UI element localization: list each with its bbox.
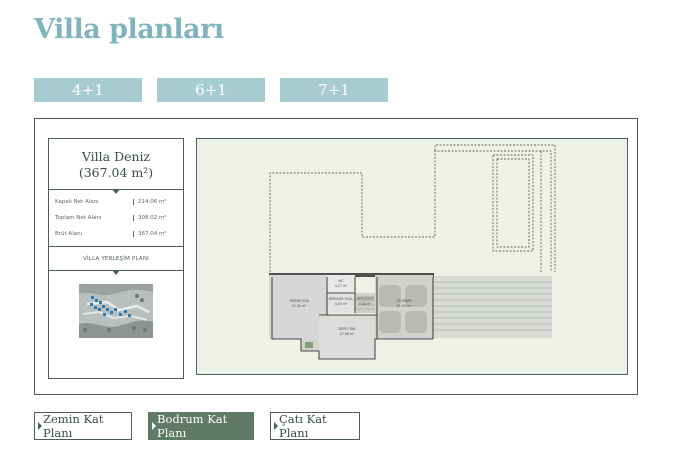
room-area-corridor: 4.03 m² <box>335 302 348 306</box>
card-divider <box>49 270 183 275</box>
tab-4-plus-1[interactable]: 4+1 <box>34 78 142 102</box>
button-label: Zemin Kat Planı <box>43 412 104 440</box>
room-area-technical: 21.30 m² <box>292 304 307 308</box>
stat-row-total-net: Toplam Net Alanı 308.02 m² <box>49 210 183 226</box>
tab-6-plus-1[interactable]: 6+1 <box>157 78 265 102</box>
room-area-parking: 61.05 m² <box>397 304 412 308</box>
card-divider <box>49 246 183 247</box>
villa-plan-panel: Villa Deniz (367.04 m²) Kapalı Net Alanı… <box>34 118 638 395</box>
play-arrow-icon <box>274 422 278 430</box>
room-label-storage: DEPO ODA <box>338 327 356 331</box>
stat-row-closed-net: Kapalı Net Alanı 214.06 m² <box>49 194 183 210</box>
stat-label: Kapalı Net Alanı <box>55 199 99 205</box>
floor-plan-viewer[interactable]: TEKNİK ODA 21.30 m² WC 4.27 m² KORİDOR H… <box>196 138 628 375</box>
room-area-storage: 17.98 m² <box>340 332 355 336</box>
room-label-technical: TEKNİK ODA <box>288 298 309 303</box>
basement-floor-plan-button[interactable]: Bodrum Kat Planı <box>148 412 254 440</box>
divider-arrow-icon <box>112 270 120 275</box>
basement-floor-plan-drawing: TEKNİK ODA 21.30 m² WC 4.27 m² KORİDOR H… <box>269 144 556 360</box>
stat-value: 367.04 m² <box>133 231 177 237</box>
button-label: Çatı Kat Planı <box>279 412 327 440</box>
tab-7-plus-1[interactable]: 7+1 <box>280 78 388 102</box>
villa-info-card: Villa Deniz (367.04 m²) Kapalı Net Alanı… <box>48 138 184 379</box>
stat-row-gross: Brüt Alanı 367.04 m² <box>49 226 183 242</box>
placement-plan-label[interactable]: VİLLA YERLEŞİM PLANI <box>83 256 149 262</box>
stat-value: 214.06 m² <box>133 199 177 205</box>
villa-type-tabs: 4+1 6+1 7+1 <box>34 78 388 102</box>
stat-value: 308.02 m² <box>133 215 177 221</box>
room-area-stairs: 6.48 m² <box>359 302 372 306</box>
card-divider <box>49 189 183 194</box>
site-placement-map[interactable] <box>79 284 153 338</box>
room-label-corridor: KORİDOR HOLL <box>329 296 353 301</box>
room-label-wc: WC <box>338 279 344 283</box>
stat-label: Brüt Alanı <box>55 231 83 237</box>
roof-floor-plan-button[interactable]: Çatı Kat Planı <box>270 412 360 440</box>
play-arrow-icon <box>152 422 156 430</box>
room-label-parking: OTOPARK <box>396 299 412 303</box>
stat-label: Toplam Net Alanı <box>55 215 102 221</box>
aerial-map-image <box>79 284 153 338</box>
villa-total-area: (367.04 m²) <box>78 165 154 180</box>
button-label: Bodrum Kat Planı <box>157 412 228 440</box>
room-area-wc: 4.27 m² <box>335 284 348 288</box>
room-label-stairs: MERDİVEN <box>357 296 375 301</box>
floor-plan-buttons: Zemin Kat Planı Bodrum Kat Planı Çatı Ka… <box>34 412 360 440</box>
villa-name: Villa Deniz <box>81 149 151 164</box>
play-arrow-icon <box>38 422 42 430</box>
ground-floor-plan-button[interactable]: Zemin Kat Planı <box>34 412 132 440</box>
divider-arrow-icon <box>112 189 120 194</box>
page-title: Villa planları <box>34 14 224 45</box>
